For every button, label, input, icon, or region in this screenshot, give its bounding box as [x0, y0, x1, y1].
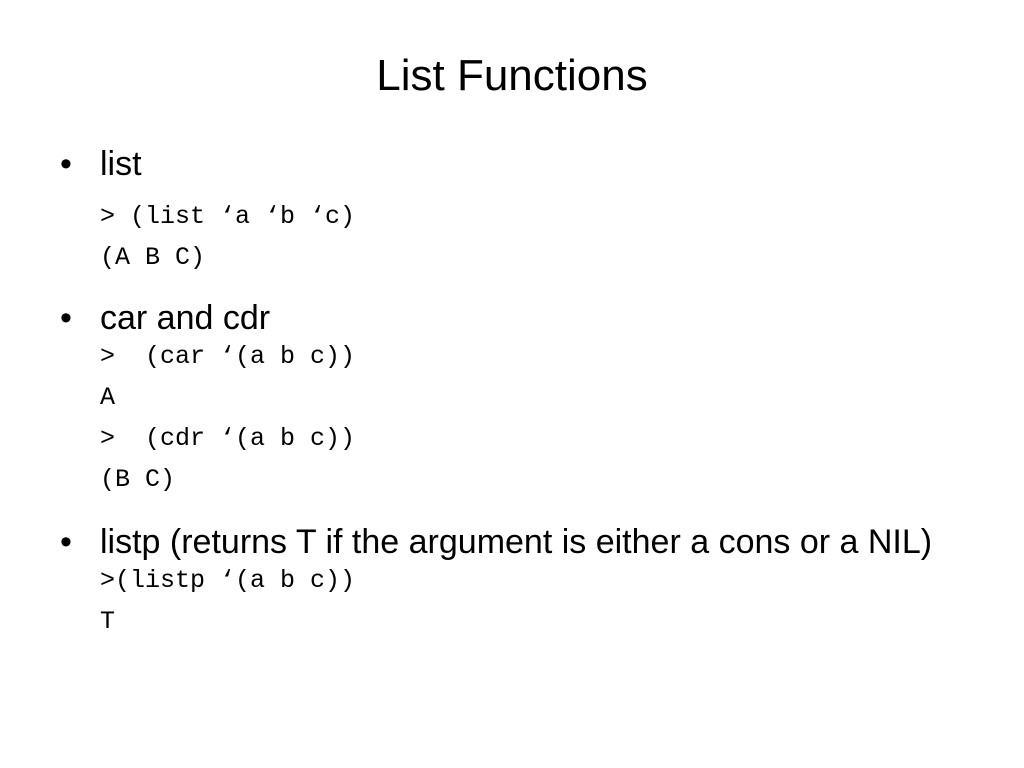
bullet-item-listp: • listp (returns T if the argument is ei… — [60, 520, 980, 642]
code-line: A — [100, 383, 116, 412]
code-line: (B C) — [100, 465, 176, 494]
bullet-item-list: • list > (list ‘a ‘b ‘c) (A B C) — [60, 142, 980, 278]
bullet-marker: • — [60, 523, 72, 561]
bullet-marker: • — [60, 299, 72, 337]
bullet-item-car-cdr: • car and cdr > (car ‘(a b c)) A > (cdr … — [60, 296, 980, 500]
code-line: > (list ‘a ‘b ‘c) — [100, 202, 356, 231]
code-line: > (cdr ‘(a b c)) — [100, 424, 356, 453]
slide-title: List Functions — [376, 51, 648, 100]
code-line: T — [100, 607, 116, 636]
code-block: > (list ‘a ‘b ‘c) (A B C) — [100, 196, 980, 278]
code-line: (A B C) — [100, 243, 206, 272]
slide-content: • list > (list ‘a ‘b ‘c) (A B C) • car a… — [60, 142, 980, 642]
bullet-text: listp (returns T if the argument is eith… — [100, 523, 933, 561]
code-line: >(listp ‘(a b c)) — [100, 566, 356, 595]
bullet-text: car and cdr — [100, 299, 271, 337]
code-block: > (car ‘(a b c)) A > (cdr ‘(a b c)) (B C… — [100, 336, 980, 500]
code-block: >(listp ‘(a b c)) T — [100, 560, 980, 642]
bullet-marker: • — [60, 145, 72, 183]
bullet-text: list — [100, 145, 142, 183]
code-line: > (car ‘(a b c)) — [100, 342, 356, 371]
